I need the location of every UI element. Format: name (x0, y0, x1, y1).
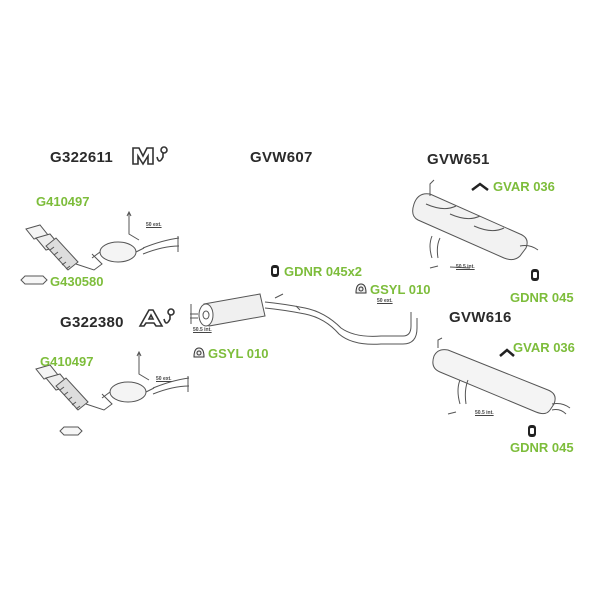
catalytic-converter-bottom-drawing (35, 350, 190, 411)
dimension-label: 50 ext. (146, 222, 162, 228)
part-label-gdnr-045-bottom[interactable]: GDNR 045 (510, 440, 574, 455)
part-label-g430580[interactable]: G430580 (50, 274, 104, 289)
part-label-gdnr-045x2[interactable]: GDNR 045x2 (284, 264, 363, 279)
group-code-gvw651: GVW651 (427, 151, 490, 168)
rubber-mount-icon (531, 269, 539, 281)
part-label-gsyl-010-right[interactable]: GSYL 010 (370, 282, 431, 297)
dimension-label: 50 ext. (377, 298, 393, 304)
part-label-gvar-036-top[interactable]: GVAR 036 (493, 179, 555, 194)
rear-silencer-616-drawing (432, 337, 571, 415)
part-label-gvar-036-bottom[interactable]: GVAR 036 (513, 340, 575, 355)
rubber-mount-icon (528, 425, 536, 437)
middle-silencer-drawing (190, 293, 418, 345)
dimension-label: 50.5 int. (475, 410, 494, 416)
dimension-label: 50.5 int. (193, 327, 212, 333)
group-code-gvw616: GVW616 (449, 309, 512, 326)
clamp-icon (193, 347, 205, 358)
dimension-label: 50 ext. (156, 376, 172, 382)
part-label-g410497-2[interactable]: G410497 (40, 354, 94, 369)
part-label-gsyl-010-left[interactable]: GSYL 010 (208, 346, 269, 361)
rear-silencer-651-drawing (412, 179, 539, 269)
gasket-drawing (20, 275, 48, 285)
catalytic-converter-top-drawing (25, 210, 180, 271)
group-code-g322380: G322380 (60, 314, 124, 331)
part-label-g410497[interactable]: G410497 (36, 194, 90, 209)
part-label-gdnr-045-top[interactable]: GDNR 045 (510, 290, 574, 305)
a-badge-icon (138, 308, 175, 327)
hanger-icon (499, 348, 515, 357)
hanger-icon (471, 182, 489, 191)
mi-badge-icon (132, 146, 168, 166)
rubber-mount-icon (271, 265, 279, 277)
group-code-g322611: G322611 (50, 149, 113, 166)
dimension-label: 50.5 int. (456, 264, 475, 270)
clamp-icon (355, 283, 367, 294)
group-code-gvw607: GVW607 (250, 149, 313, 166)
